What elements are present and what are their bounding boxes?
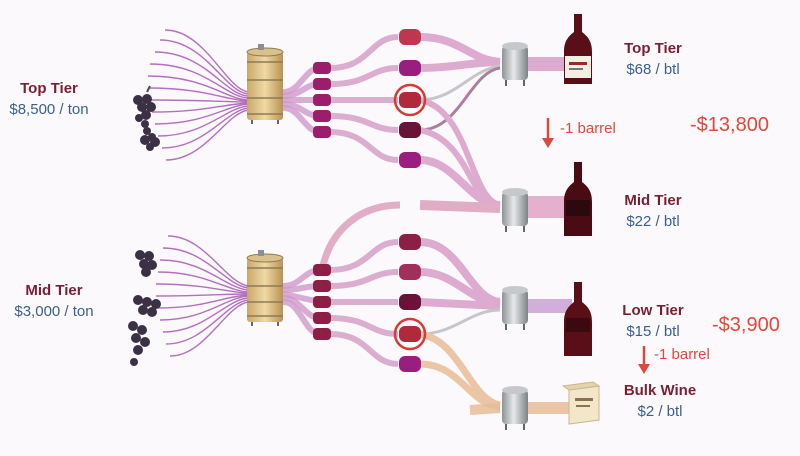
output-price-label: $15 / btl [626,323,680,340]
barrel-icon [313,78,331,90]
barrel-to-barrel-flows-mid [329,239,399,367]
fan-in-mid [155,235,249,357]
barrel-icon [313,312,331,324]
wine-bottle-icon [564,14,592,84]
output-bulk-wine: Bulk Wine $2 / btl [612,380,708,422]
bag-in-box-icon [561,381,601,425]
input-price-label: $8,500 / ton [9,101,89,118]
wine-bottle-icon [564,162,592,236]
barrel-icon [399,152,421,168]
barrel-icon [313,94,331,106]
grape-cluster-icon [133,85,160,151]
barrel-column-2 [399,29,421,372]
input-price-label: $3,000 / ton [14,303,94,320]
barrel-icon [399,294,421,310]
barrel-icon [313,280,331,292]
steel-tank-icon [502,42,528,86]
barrel-icon [399,92,421,108]
barrel-icon [313,110,331,122]
barrel-change-note: -1 barrel [654,346,710,363]
steel-tank-icon [502,286,528,330]
barrel-icon [399,356,421,372]
down-arrow-icon [542,118,554,148]
grape-cluster-icon [128,250,161,366]
removed-barrel-highlight [393,83,427,117]
barrel-icon [399,29,421,45]
output-price-label: $68 / btl [626,61,680,78]
bulk-input-flow [469,403,501,415]
barrel-column-1 [313,62,331,340]
revenue-loss-value: -$3,900 [712,314,780,336]
input-tier-label: Top Tier [20,80,78,97]
steel-tank-icon [502,386,528,430]
vat-to-barrels-flows [281,65,323,337]
output-tier-label: Top Tier [624,40,682,57]
barrel-icon [399,326,421,342]
removed-barrel-highlight [393,317,427,351]
barrel-icon [399,234,421,250]
output-top-tier: Top Tier $68 / btl [608,38,698,80]
fermentation-vat-icon [246,44,284,124]
output-tier-label: Low Tier [622,302,684,319]
barrel-icon [313,126,331,138]
output-low-tier: Low Tier $15 / btl [608,300,698,342]
barrel-icon [313,264,331,276]
output-mid-tier: Mid Tier $22 / btl [608,190,698,232]
barrel-icon [399,264,421,280]
input-mid-tier: Mid Tier $3,000 / ton [4,280,104,322]
barrel-change-note: -1 barrel [560,120,616,137]
barrel-to-tank-flows [419,33,502,411]
steel-tank-icon [502,188,528,232]
output-price-label: $2 / btl [637,403,683,420]
barrel-icon [313,296,331,308]
barrel-icon [399,122,421,138]
down-arrow-icon [638,346,650,374]
wine-bottle-icon [564,282,592,356]
output-tier-label: Mid Tier [624,192,682,209]
barrel-icon [313,328,331,340]
barrel-icon [313,62,331,74]
revenue-loss-value: -$13,800 [690,114,769,136]
fermentation-vat-icon [246,250,284,326]
input-tier-label: Mid Tier [25,282,83,299]
fan-in-top [147,29,249,161]
output-price-label: $22 / btl [626,213,680,230]
barrel-icon [399,60,421,76]
large-flows-mid-group [318,201,401,271]
output-tier-label: Bulk Wine [623,382,697,399]
barrel-to-barrel-flows-top [329,34,399,163]
input-top-tier: Top Tier $8,500 / ton [4,78,94,120]
